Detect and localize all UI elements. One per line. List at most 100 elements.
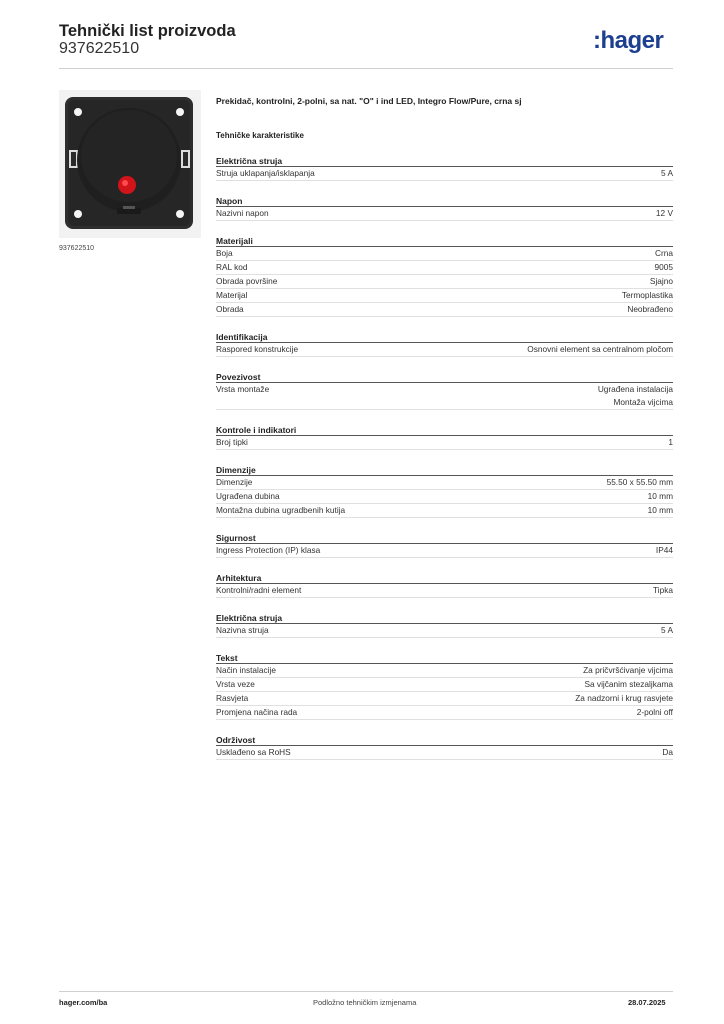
section-heading: Održivost	[216, 734, 673, 746]
spec-label: Vrsta veze	[216, 679, 255, 689]
spec-label: Obrada površine	[216, 276, 278, 286]
spec-value: Crna	[655, 247, 673, 260]
spec-label: Boja	[216, 248, 233, 258]
spec-value: Tipka	[653, 584, 673, 597]
spec-row: Rasvjeta Za nadzorni i krug rasvjete	[216, 692, 673, 706]
spec-value: 10 mm	[648, 490, 673, 503]
spec-label: Način instalacije	[216, 665, 276, 675]
spec-label: Dimenzije	[216, 477, 253, 487]
spec-value-line: Crna	[655, 248, 673, 258]
spec-value: Osnovni element sa centralnom pločom	[527, 343, 673, 356]
spec-row: Dimenzije 55.50 x 55.50 mm	[216, 476, 673, 490]
spec-value-line: Neobrađeno	[627, 304, 673, 314]
spec-value-line: Za nadzorni i krug rasvjete	[575, 693, 673, 703]
section-heading: Napon	[216, 195, 673, 207]
spec-value-line: Sa vijčanim stezaljkama	[584, 679, 673, 689]
section-heading: Električna struja	[216, 612, 673, 624]
section-heading: Dimenzije	[216, 464, 673, 476]
spec-label: Montažna dubina ugradbenih kutija	[216, 505, 346, 515]
spec-value: 5 A	[661, 624, 673, 637]
spec-row: Materijal Termoplastika	[216, 289, 673, 303]
spec-value-line: 5 A	[661, 625, 673, 635]
footer-website-link[interactable]: hager.com/ba	[59, 998, 108, 1007]
section-heading: Identifikacija	[216, 331, 673, 343]
spec-row: Ingress Protection (IP) klasa IP44	[216, 544, 673, 558]
spec-value-line: 10 mm	[647, 505, 673, 515]
spec-label: Broj tipki	[216, 437, 248, 447]
spec-value: Za pričvršćivanje vijcima	[583, 664, 673, 677]
specs-content: Tehničke karakteristike Električna struj…	[216, 131, 673, 774]
spec-row: Montažna dubina ugradbenih kutija 10 mm	[216, 504, 673, 518]
spec-value: Da	[662, 746, 673, 759]
spec-value: 2-polni off	[637, 706, 673, 719]
spec-value: Neobrađeno	[627, 303, 673, 316]
spec-label: Nazivni napon	[216, 208, 269, 218]
spec-value-line: 55.50 x 55.50 mm	[606, 477, 673, 487]
section-heading: Kontrole i indikatori	[216, 424, 673, 436]
spec-row: Obrada površine Sjajno	[216, 275, 673, 289]
spec-value-line: Za pričvršćivanje vijcima	[583, 665, 673, 675]
spec-value-line: Ugrađena instalacija	[597, 384, 673, 394]
hager-logo[interactable]: :hager	[593, 27, 664, 54]
switch-device-icon	[65, 97, 193, 229]
spec-label: Rasvjeta	[216, 693, 249, 703]
spec-value: Sjajno	[650, 275, 673, 288]
product-description: Prekidač, kontrolni, 2-polni, sa nat. "O…	[216, 96, 522, 106]
footer-disclaimer: Podložno tehničkim izmjenama	[313, 998, 417, 1007]
spec-row: Način instalacije Za pričvršćivanje vijci…	[216, 664, 673, 678]
spec-value-line: Da	[662, 747, 673, 757]
spec-value-line: 2-polni off	[636, 707, 673, 717]
spec-value-line: 1	[668, 437, 673, 447]
spec-row: Promjena načina rada 2-polni off	[216, 706, 673, 720]
spec-label: Raspored konstrukcije	[216, 344, 299, 354]
section-heading: Povezivost	[216, 371, 673, 383]
header-divider	[59, 68, 673, 69]
spec-value-line: Tipka	[653, 585, 673, 595]
spec-value-line: Osnovni element sa centralnom pločom	[527, 344, 673, 354]
footer-date: 28.07.2025	[628, 998, 666, 1007]
section-heading: Arhitektura	[216, 572, 673, 584]
spec-label: Materijal	[216, 290, 248, 300]
image-caption: 937622510	[59, 245, 95, 252]
product-number: 937622510	[59, 40, 140, 57]
spec-row: Ugrađena dubina 10 mm	[216, 490, 673, 504]
spec-label: Usklađeno sa RoHS	[216, 747, 291, 757]
tech-characteristics-heading: Tehničke karakteristike	[216, 131, 304, 140]
section-heading: Tekst	[216, 652, 673, 664]
spec-value-line: Termoplastika	[621, 290, 673, 300]
spec-value-line: IP44	[655, 545, 673, 555]
section-heading: Električna struja	[216, 155, 673, 167]
spec-row: Boja Crna	[216, 247, 673, 261]
spec-label: Kontrolni/radni element	[216, 585, 302, 595]
spec-row: Broj tipki 1	[216, 436, 673, 450]
spec-label: Ugrađena dubina	[216, 491, 280, 501]
spec-value-line: 10 mm	[647, 491, 673, 501]
spec-value-line: 5 A	[661, 168, 673, 178]
spec-label: Promjena načina rada	[216, 707, 298, 717]
spec-value-line: 9005	[654, 262, 673, 272]
spec-row: Vrsta veze Sa vijčanim stezaljkama	[216, 678, 673, 692]
spec-value-line: 12 V	[655, 208, 673, 218]
spec-label: Ingress Protection (IP) klasa	[216, 545, 321, 555]
spec-value: IP44	[656, 544, 673, 557]
spec-value-line: Sjajno	[649, 276, 673, 286]
spec-value: Za nadzorni i krug rasvjete	[575, 692, 673, 705]
spec-value: Sa vijčanim stezaljkama	[584, 678, 673, 691]
spec-value: Termoplastika	[622, 289, 673, 302]
spec-value: 55.50 x 55.50 mm	[607, 476, 673, 489]
